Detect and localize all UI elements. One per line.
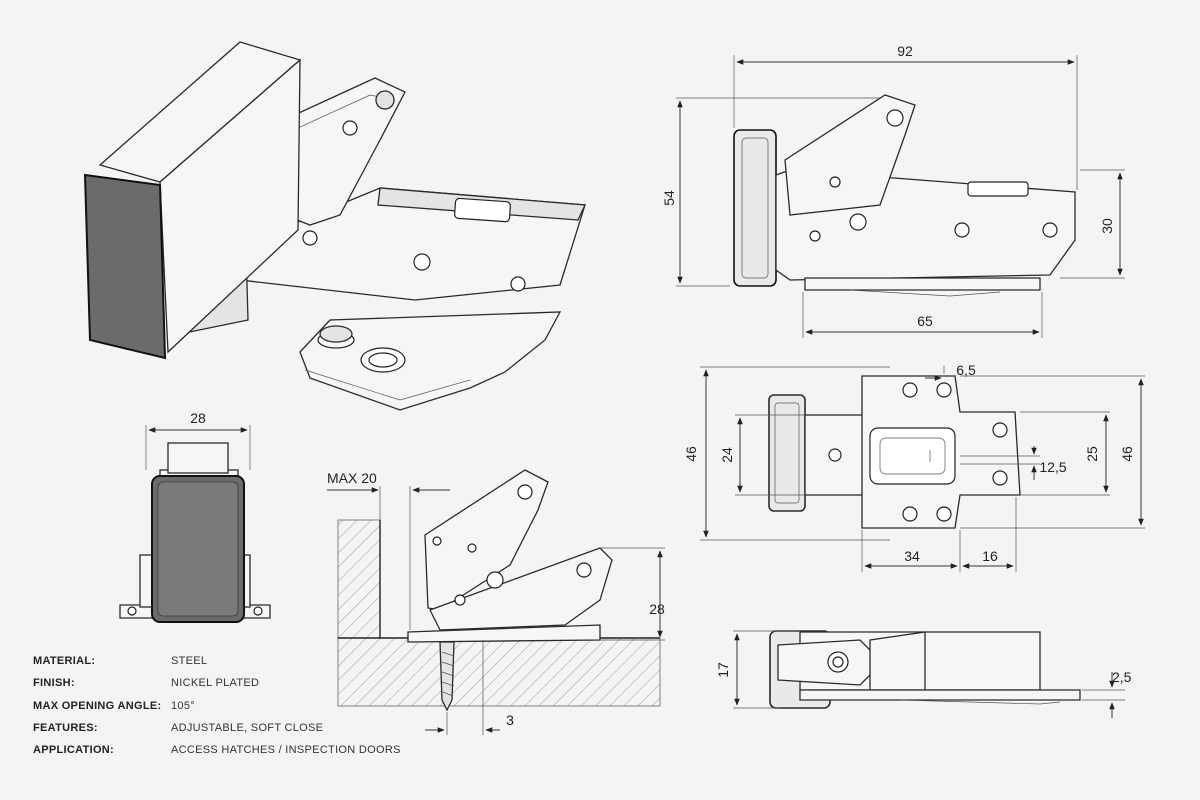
dim-28-install: 28 [649,601,665,617]
spec-label-material: MATERIAL: [33,655,95,667]
isometric-view [83,41,586,411]
spec-value-finish: NICKEL PLATED [171,677,259,689]
dim-16: 16 [982,548,998,564]
elevation-view [733,94,1076,297]
installation-view [337,469,661,712]
dim-46-left: 46 [683,446,699,462]
plan-view [768,375,1021,529]
spec-label-application: APPLICATION: [33,744,114,756]
dim-12-5: 12,5 [1039,459,1066,475]
plan-dimensions: 46 24 6,5 12,5 25 46 34 16 [683,362,1145,572]
dim-92: 92 [897,43,913,59]
spec-label-features: FEATURES: [33,722,98,734]
dim-17: 17 [715,662,731,678]
dim-max-20: MAX 20 [327,470,377,486]
dim-3: 3 [506,712,514,728]
dim-24: 24 [719,447,735,463]
installation-dimensions: MAX 20 28 3 [327,470,665,735]
front-dimensions: 28 [145,410,251,470]
dim-65: 65 [917,313,933,329]
spec-label-finish: FINISH: [33,677,75,689]
dim-34: 34 [904,548,920,564]
spec-table: MATERIAL: STEEL FINISH: NICKEL PLATED MA… [33,655,401,756]
spec-value-opening-angle: 105° [171,700,195,712]
dim-30: 30 [1099,218,1115,234]
elevation-dimensions: 92 54 30 65 [661,43,1125,338]
side-view [769,630,1081,709]
dim-46-right: 46 [1119,446,1135,462]
spec-value-application: ACCESS HATCHES / INSPECTION DOORS [171,744,401,756]
dim-25: 25 [1084,446,1100,462]
spec-value-features: ADJUSTABLE, SOFT CLOSE [171,722,323,734]
dim-54: 54 [661,190,677,206]
dim-6-5: 6,5 [956,362,976,378]
side-dimensions: 17 2,5 [715,630,1132,718]
spec-value-material: STEEL [171,655,207,667]
dim-2-5: 2,5 [1112,669,1132,685]
spec-label-opening-angle: MAX OPENING ANGLE: [33,700,161,712]
front-view [119,442,271,623]
dim-28-front: 28 [190,410,206,426]
